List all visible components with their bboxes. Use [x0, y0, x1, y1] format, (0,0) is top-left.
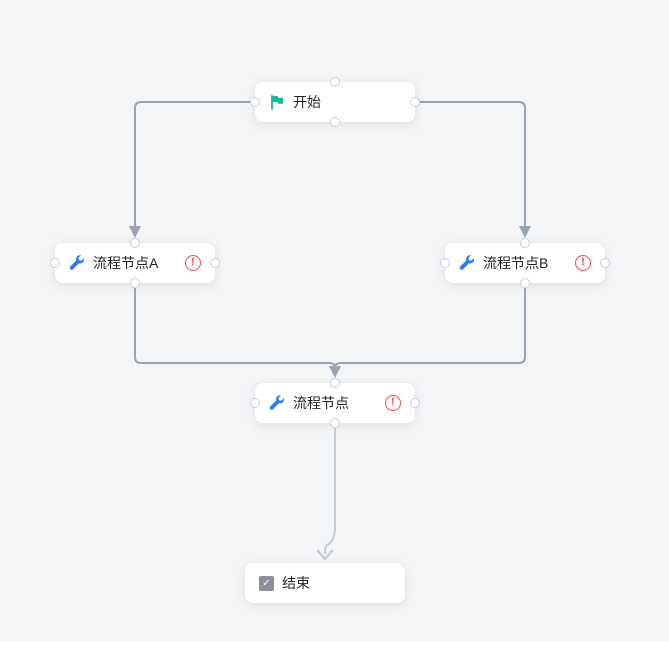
edge-start-to-process-a-arrowhead — [129, 226, 141, 238]
node-process-b-port-bottom[interactable] — [520, 278, 530, 288]
node-process-label: 流程节点 — [293, 395, 349, 411]
edge-process-to-end-arrowhead — [316, 549, 334, 561]
wrench-icon — [459, 255, 475, 271]
node-process[interactable]: 流程节点 ! — [250, 378, 420, 428]
node-process-a-port-bottom[interactable] — [130, 278, 140, 288]
edge-merge-arrowhead — [329, 366, 341, 378]
flag-icon — [269, 94, 285, 110]
node-start-label: 开始 — [293, 94, 321, 110]
edge-process-b-to-process[interactable] — [334, 288, 526, 369]
warning-icon[interactable]: ! — [185, 255, 201, 271]
checkbox-icon: ✓ — [259, 575, 274, 591]
node-process-a[interactable]: 流程节点A ! — [50, 238, 220, 288]
edge-process-to-end[interactable] — [324, 428, 336, 554]
node-process-a-port-top[interactable] — [130, 238, 140, 248]
node-process-port-left[interactable] — [250, 398, 260, 408]
node-end-label: 结束 — [282, 575, 310, 591]
node-start-port-left[interactable] — [250, 97, 260, 107]
node-process-b-port-left[interactable] — [440, 258, 450, 268]
edge-start-to-process-a[interactable] — [134, 101, 250, 227]
node-end[interactable]: ✓ 结束 — [245, 563, 405, 603]
edge-start-to-process-b[interactable] — [420, 101, 526, 227]
node-process-a-port-right[interactable] — [210, 258, 220, 268]
node-process-a-port-left[interactable] — [50, 258, 60, 268]
warning-icon[interactable]: ! — [575, 255, 591, 271]
node-process-a-label: 流程节点A — [93, 255, 159, 271]
node-start-port-right[interactable] — [410, 97, 420, 107]
node-process-b-label: 流程节点B — [483, 255, 549, 271]
edge-start-to-process-b-arrowhead — [519, 226, 531, 238]
wrench-icon — [69, 255, 85, 271]
node-process-port-bottom[interactable] — [330, 418, 340, 428]
node-process-b-port-right[interactable] — [600, 258, 610, 268]
node-process-b[interactable]: 流程节点B ! — [440, 238, 610, 288]
warning-icon[interactable]: ! — [385, 395, 401, 411]
wrench-icon — [269, 395, 285, 411]
edge-process-a-to-process[interactable] — [134, 288, 336, 369]
node-start[interactable]: 开始 — [250, 77, 420, 127]
node-process-b-port-top[interactable] — [520, 238, 530, 248]
node-start-port-top[interactable] — [330, 77, 340, 87]
node-process-port-top[interactable] — [330, 378, 340, 388]
node-start-port-bottom[interactable] — [330, 117, 340, 127]
node-process-port-right[interactable] — [410, 398, 420, 408]
